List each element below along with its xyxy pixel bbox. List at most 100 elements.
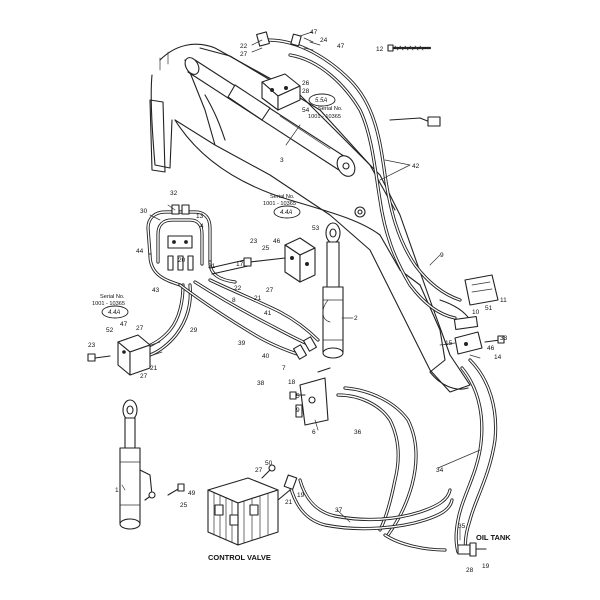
callout: 27 xyxy=(136,325,144,332)
callout: 47 xyxy=(120,321,128,328)
callout: 27 xyxy=(255,467,263,474)
callout: 9 xyxy=(296,407,300,414)
bolt-12 xyxy=(387,44,432,52)
callout: 10 xyxy=(472,309,480,316)
boom-cylinder-upper xyxy=(184,57,356,177)
callout: 31 xyxy=(208,263,216,270)
callout: 33 xyxy=(500,335,508,342)
callout: 5 xyxy=(296,393,300,400)
callout: 28 xyxy=(302,88,310,95)
serial-note-2-ref: 4.4A xyxy=(280,210,292,216)
callout: 53 xyxy=(312,225,320,232)
cylinder-1 xyxy=(119,399,156,530)
callout: 27 xyxy=(240,51,248,58)
bracket-6 xyxy=(289,367,331,426)
callout: 51 xyxy=(485,305,493,312)
right-brackets xyxy=(453,274,505,355)
callout: 38 xyxy=(257,380,265,387)
callout: 37 xyxy=(335,507,343,514)
callout: 52 xyxy=(106,327,114,334)
callout: 1 xyxy=(115,487,119,494)
cylinder-2 xyxy=(322,222,344,359)
callout: 3 xyxy=(280,157,284,164)
serial-note-3-ref: 4.4A xyxy=(108,310,120,316)
callout: 6 xyxy=(312,429,316,436)
boom-structure xyxy=(149,43,471,393)
valve-block-upper xyxy=(261,73,301,111)
callout: 2 xyxy=(354,315,358,322)
callout: 46 xyxy=(487,345,495,352)
hoses-39-41 xyxy=(178,278,320,360)
serial-note-3-line1: Serial No. xyxy=(100,294,125,300)
callout: 47 xyxy=(337,43,345,50)
serial-note-1-line1: Serial No. xyxy=(318,106,343,112)
valve-block-53 xyxy=(243,237,316,283)
callout: 22 xyxy=(240,43,248,50)
callout: 44 xyxy=(136,248,144,255)
callout: 23 xyxy=(88,342,96,349)
callout: 19 xyxy=(297,492,305,499)
callout: 21 xyxy=(285,499,293,506)
callout: 25 xyxy=(180,502,188,509)
callout: 30 xyxy=(140,208,148,215)
serial-note-1-ref: 5.5A xyxy=(315,98,327,104)
callout: 9 xyxy=(440,252,444,259)
callout: 39 xyxy=(238,340,246,347)
callout: 34 xyxy=(436,467,444,474)
callout: 19 xyxy=(482,563,490,570)
control-valve xyxy=(207,464,298,546)
callout: 36 xyxy=(354,429,362,436)
callout: 8 xyxy=(232,297,236,304)
serial-note-3-line2: 1001 - 10365 xyxy=(92,301,125,307)
upper-hoses xyxy=(256,31,462,320)
callout: 15 xyxy=(445,340,453,347)
callout: 54 xyxy=(302,107,310,114)
callout: 32 xyxy=(170,190,178,197)
callout: 28 xyxy=(466,567,474,574)
callout: 43 xyxy=(152,287,160,294)
callout: 13 xyxy=(196,213,204,220)
valve-block-left xyxy=(87,334,163,376)
serial-notes-text: Serial No. 1001 - 10365 5.5A Serial No. … xyxy=(92,98,343,316)
serial-note-1-line2: 1001 - 10365 xyxy=(308,114,341,120)
serial-ref-1 xyxy=(308,93,336,107)
callout: 26 xyxy=(302,80,310,87)
callout: 49 xyxy=(188,490,196,497)
serial-note-2-line2: 1001 - 10365 xyxy=(263,201,296,207)
bolt-49 xyxy=(167,483,185,496)
callout: 27 xyxy=(266,287,274,294)
callout: 27 xyxy=(140,373,148,380)
callout: 47 xyxy=(310,29,318,36)
control-valve-label: CONTROL VALVE xyxy=(208,553,271,562)
leader-lines xyxy=(121,31,481,541)
callout: 42 xyxy=(412,163,420,170)
hoses-34-37 xyxy=(288,358,498,557)
callout: 18 xyxy=(288,379,296,386)
callout: 35 xyxy=(458,523,466,530)
callout: 11 xyxy=(500,297,507,304)
callout: 14 xyxy=(494,354,502,361)
callout-numbers: 22 27 47 24 47 12 26 28 54 3 42 32 30 13… xyxy=(88,29,508,574)
callout: 50 xyxy=(265,460,273,467)
callout: 29 xyxy=(190,327,198,334)
serial-note-2-line1: Serial No. xyxy=(270,194,295,200)
serial-ref-3 xyxy=(101,305,129,319)
callout: 4 xyxy=(200,223,204,230)
callout: 20 xyxy=(178,257,186,264)
callout: 21 xyxy=(254,295,262,302)
callout: 12 xyxy=(376,46,384,53)
callout: 7 xyxy=(282,365,286,372)
serial-ref-2 xyxy=(273,205,301,219)
callout: 23 xyxy=(250,238,258,245)
hoses-36 xyxy=(336,386,418,537)
callout: 21 xyxy=(150,365,158,372)
left-pipe-bundle xyxy=(146,204,249,287)
callout: 25 xyxy=(262,245,270,252)
callout: 17 xyxy=(236,261,244,268)
oil-tank-label: OIL TANK xyxy=(476,533,511,542)
callout: 41 xyxy=(264,310,272,317)
callout: 24 xyxy=(320,37,328,44)
callout: 46 xyxy=(273,238,281,245)
